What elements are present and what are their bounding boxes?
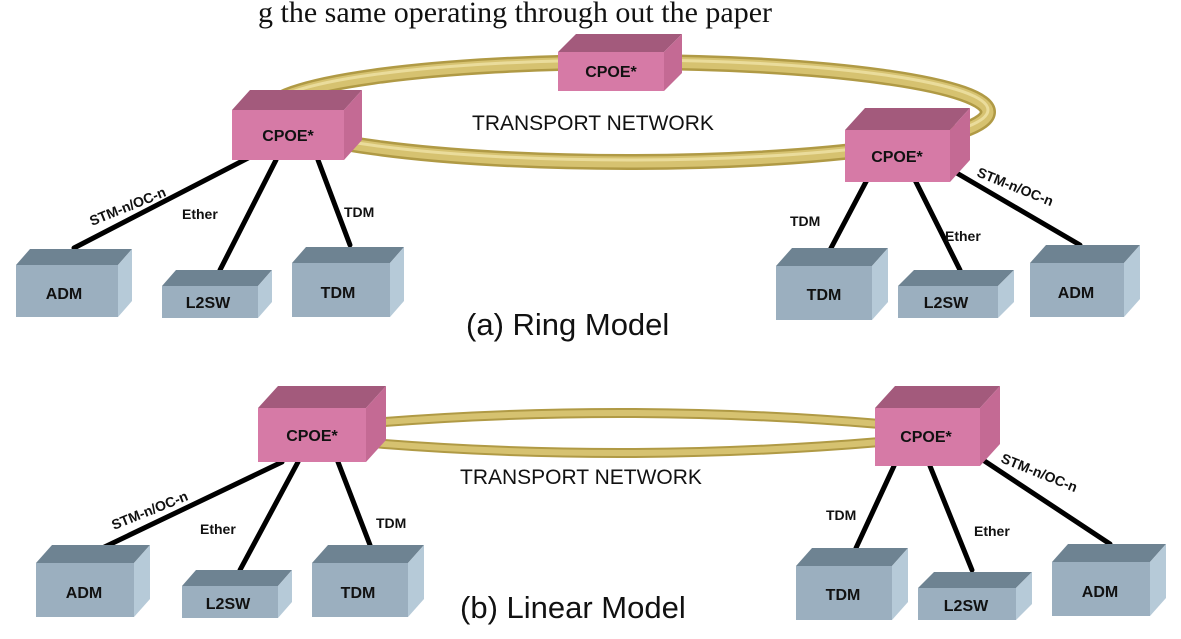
cpoe-label: CPOE* — [585, 64, 637, 81]
link-tdm — [827, 175, 871, 253]
link-l2sw — [927, 463, 975, 573]
device-adm: ADM — [16, 249, 132, 317]
link-adm — [91, 459, 285, 555]
device-label: TDM — [826, 587, 861, 604]
device-label: TDM — [321, 285, 356, 302]
device-tdm: TDM — [312, 545, 424, 617]
device-tdm: TDM — [776, 248, 888, 320]
link-label-ether: Ether — [200, 521, 236, 537]
cpoe-node: CPOE* — [845, 108, 970, 182]
linear-model: TRANSPORT NETWORK STM-n/OC-n Ether TDM T… — [36, 386, 1166, 625]
device-label: ADM — [1082, 584, 1118, 601]
device-label: ADM — [66, 585, 102, 602]
transport-network-label: TRANSPORT NETWORK — [472, 112, 714, 135]
device-label: TDM — [341, 585, 376, 602]
cpoe-node: CPOE* — [875, 386, 1000, 466]
device-label: TDM — [807, 287, 842, 304]
device-l2sw: L2SW — [898, 270, 1014, 318]
cpoe-label: CPOE* — [262, 128, 314, 145]
link-l2sw — [912, 177, 963, 273]
cpoe-label: CPOE* — [871, 149, 923, 166]
cpoe-node: CPOE* — [258, 386, 386, 462]
ring-model-caption: (a) Ring Model — [466, 307, 669, 342]
link-label-tdm: TDM — [790, 213, 820, 229]
transport-network-label: TRANSPORT NETWORK — [460, 466, 702, 489]
ring-model: TRANSPORT NETWORK STM-n/OC-n Ether TDM T… — [16, 34, 1140, 342]
device-l2sw: L2SW — [182, 570, 292, 618]
link-label-tdm: TDM — [344, 204, 374, 220]
device-label: ADM — [1058, 285, 1094, 302]
link-l2sw — [237, 459, 301, 573]
link-tdm — [853, 463, 897, 551]
device-l2sw: L2SW — [918, 572, 1032, 620]
link-adm — [71, 152, 257, 251]
device-label: L2SW — [186, 295, 231, 312]
device-label: L2SW — [924, 295, 969, 312]
link-l2sw — [217, 157, 279, 273]
cpoe-label: CPOE* — [286, 428, 338, 445]
device-label: L2SW — [206, 596, 251, 613]
transport-link — [359, 408, 881, 458]
cpoe-node: CPOE* — [558, 34, 682, 91]
link-tdm — [315, 157, 353, 248]
link-adm — [977, 455, 1113, 547]
device-l2sw: L2SW — [162, 270, 272, 318]
link-tdm — [335, 459, 373, 548]
linear-model-caption: (b) Linear Model — [460, 590, 686, 625]
device-adm: ADM — [1030, 245, 1140, 317]
cpoe-label: CPOE* — [900, 429, 952, 446]
link-label-tdm: TDM — [376, 515, 406, 531]
device-label: ADM — [46, 286, 82, 303]
device-tdm: TDM — [292, 247, 404, 317]
cpoe-node: CPOE* — [232, 90, 362, 160]
device-label: L2SW — [944, 598, 989, 615]
link-label-stm: STM-n/OC-n — [999, 450, 1080, 495]
header-fragment: g the same operating through out the pap… — [258, 0, 772, 29]
link-label-ether: Ether — [182, 206, 218, 222]
device-adm: ADM — [36, 545, 150, 617]
link-label-tdm: TDM — [826, 507, 856, 523]
link-adm — [952, 169, 1083, 248]
device-adm: ADM — [1052, 544, 1166, 616]
link-label-ether: Ether — [974, 523, 1010, 539]
link-label-stm: STM-n/OC-n — [975, 164, 1056, 209]
device-tdm: TDM — [796, 548, 908, 620]
link-label-ether: Ether — [945, 228, 981, 244]
